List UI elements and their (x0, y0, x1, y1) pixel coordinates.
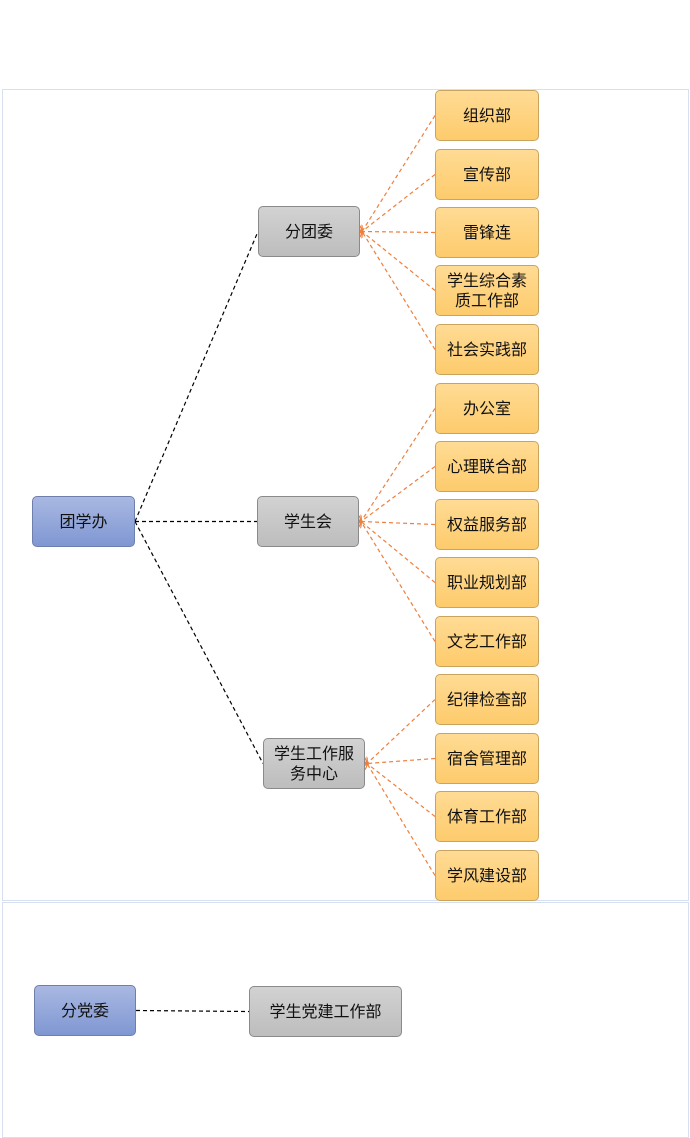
link-branch-leaf (362, 232, 436, 291)
node-fendangwei: 分党委 (34, 985, 136, 1036)
node-fentuanwei: 分团委 (258, 206, 360, 257)
node-party-building-dept: 学生党建工作部 (249, 986, 402, 1037)
leaf-node: 学生综合素质工作部 (435, 265, 539, 316)
leaf-node: 文艺工作部 (435, 616, 539, 667)
node-student-service-center: 学生工作服务中心 (263, 738, 365, 789)
leaf-node: 雷锋连 (435, 207, 539, 258)
link-branch-leaf (361, 522, 436, 525)
link-branch-leaf (362, 232, 436, 350)
link-branch-leaf (362, 115, 436, 232)
leaf-node: 纪律检查部 (435, 674, 539, 725)
link-branch-leaf (361, 408, 436, 522)
leaf-node: 社会实践部 (435, 324, 539, 375)
link-branch-leaf (361, 522, 436, 642)
leaf-node: 宿舍管理部 (435, 733, 539, 784)
link-branch-leaf (367, 764, 436, 817)
link-root-branch (134, 521, 264, 764)
node-tuanxueban: 团学办 (32, 496, 135, 547)
link-branch-leaf (362, 174, 436, 232)
leaf-node: 职业规划部 (435, 557, 539, 608)
link-branch-leaf (367, 764, 436, 876)
leaf-node: 心理联合部 (435, 441, 539, 492)
leaf-node: 宣传部 (435, 149, 539, 200)
leaf-node: 办公室 (435, 383, 539, 434)
link-branch-leaf (362, 232, 436, 233)
link-party (135, 1009, 250, 1013)
link-branch-leaf (367, 757, 436, 764)
link-branch-leaf (367, 699, 436, 764)
leaf-node: 权益服务部 (435, 499, 539, 550)
leaf-node: 学风建设部 (435, 850, 539, 901)
leaf-node: 体育工作部 (435, 791, 539, 842)
link-root-branch (134, 231, 259, 522)
leaf-node: 组织部 (435, 90, 539, 141)
link-branch-leaf (361, 522, 436, 583)
node-xueshenghui: 学生会 (257, 496, 359, 547)
link-branch-leaf (361, 466, 436, 522)
